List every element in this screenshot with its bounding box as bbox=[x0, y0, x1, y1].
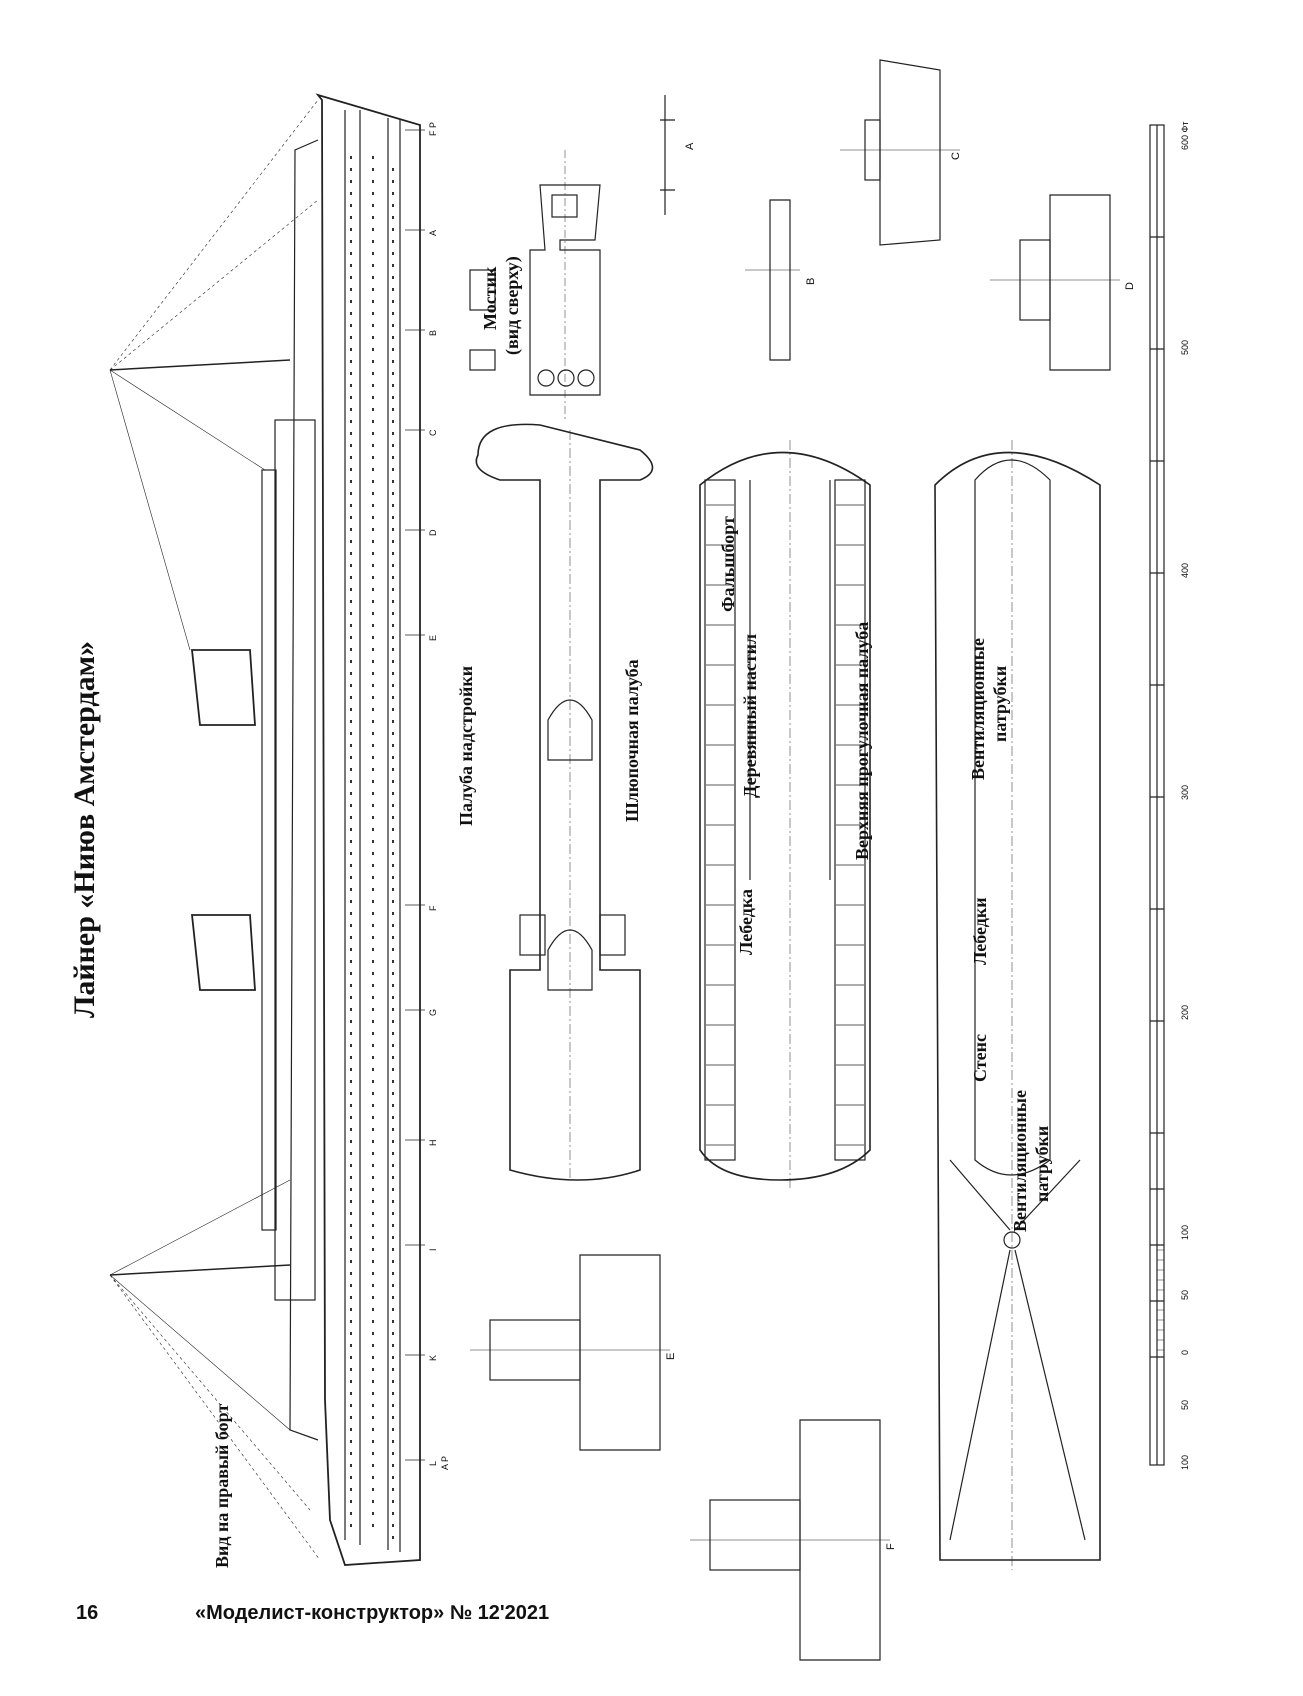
scale-tick-label: 300 bbox=[1180, 784, 1190, 800]
section-elevation-C bbox=[840, 59, 960, 246]
vents-label-1-line2: патрубки bbox=[990, 665, 1010, 742]
drawing-title: Лайнер «Ниюв Амстердам» bbox=[68, 640, 101, 1018]
section-mark: A bbox=[428, 229, 438, 236]
mast-step-label: Стенс bbox=[970, 1034, 990, 1082]
scale-bar bbox=[1149, 124, 1165, 1466]
scale-tick-label: 100 bbox=[1180, 1224, 1190, 1240]
winches-label: Лебедки bbox=[970, 897, 990, 965]
scale-tick-label: 500 bbox=[1180, 339, 1190, 355]
bridge-label-line1: Мостик bbox=[480, 266, 500, 330]
section-elevation-D bbox=[990, 194, 1120, 371]
view-label-a: A bbox=[684, 142, 696, 150]
section-mark: I bbox=[428, 1248, 438, 1251]
ship-side-profile bbox=[109, 93, 421, 1566]
scale-tick-label: 50 bbox=[1180, 1289, 1190, 1300]
section-mark: F bbox=[428, 905, 438, 912]
page-number: 16 bbox=[76, 1602, 99, 1624]
scale-tick-label: 100 bbox=[1180, 1454, 1190, 1470]
view-label-f: F bbox=[885, 1543, 897, 1550]
scale-tick-label: 50 bbox=[1180, 1399, 1190, 1410]
section-mark-lines bbox=[405, 129, 425, 1461]
view-label-c: C bbox=[950, 152, 962, 160]
section-elevation-E bbox=[470, 1254, 670, 1451]
winch-label: Лебедка bbox=[736, 889, 756, 955]
section-elevation-B bbox=[745, 199, 800, 361]
wood-deck-label: Деревянный настил bbox=[740, 633, 760, 798]
upper-promenade-deck-label: Верхняя прогулочная палуба bbox=[852, 621, 872, 860]
view-label-d: D bbox=[1124, 282, 1136, 290]
section-mark: D bbox=[428, 529, 438, 537]
vents-label-1-line1: Вентиляционные bbox=[968, 638, 988, 780]
bridge-label-line2: (вид сверху) bbox=[502, 256, 522, 355]
magazine-title: «Моделист-конструктор» № 12'2021 bbox=[195, 1602, 550, 1624]
side-view-label: Вид на правый борт bbox=[212, 1403, 232, 1568]
boat-deck-label: Шлюпочная палуба bbox=[622, 659, 642, 822]
vents-label-2-line1: Вентиляционные bbox=[1010, 1090, 1030, 1232]
bridge-top-view bbox=[469, 150, 601, 420]
view-label-e: E bbox=[665, 1352, 677, 1360]
section-mark: H bbox=[428, 1139, 438, 1147]
frame-mark-ap: A P bbox=[440, 1455, 450, 1470]
scale-tick-label: 0 bbox=[1180, 1349, 1190, 1355]
vents-label-2-line2: патрубки bbox=[1032, 1125, 1052, 1202]
section-mark: L bbox=[428, 1460, 438, 1466]
section-mark: C bbox=[428, 429, 438, 437]
section-mark: G bbox=[428, 1008, 438, 1016]
section-mark: E bbox=[428, 634, 438, 641]
portholes bbox=[350, 150, 394, 1540]
superstructure-deck-label: Палуба надстройки bbox=[456, 665, 476, 826]
frame-mark-fp: F P bbox=[428, 121, 438, 136]
section-mark: K bbox=[428, 1354, 438, 1361]
section-elevation-A bbox=[660, 95, 675, 215]
section-elevation-F bbox=[690, 1419, 890, 1661]
section-mark: B bbox=[428, 329, 438, 336]
bulwark-label: Фальшборт bbox=[718, 516, 738, 612]
scale-tick-label: 600 Фт bbox=[1180, 121, 1190, 150]
superstructure-deck-plan bbox=[475, 423, 654, 1181]
scale-tick-label: 200 bbox=[1180, 1004, 1190, 1020]
scale-tick-label: 400 bbox=[1180, 562, 1190, 578]
boat-deck-plan bbox=[699, 440, 871, 1190]
upper-promenade-deck-plan bbox=[934, 440, 1101, 1570]
view-label-b: B bbox=[805, 277, 817, 285]
